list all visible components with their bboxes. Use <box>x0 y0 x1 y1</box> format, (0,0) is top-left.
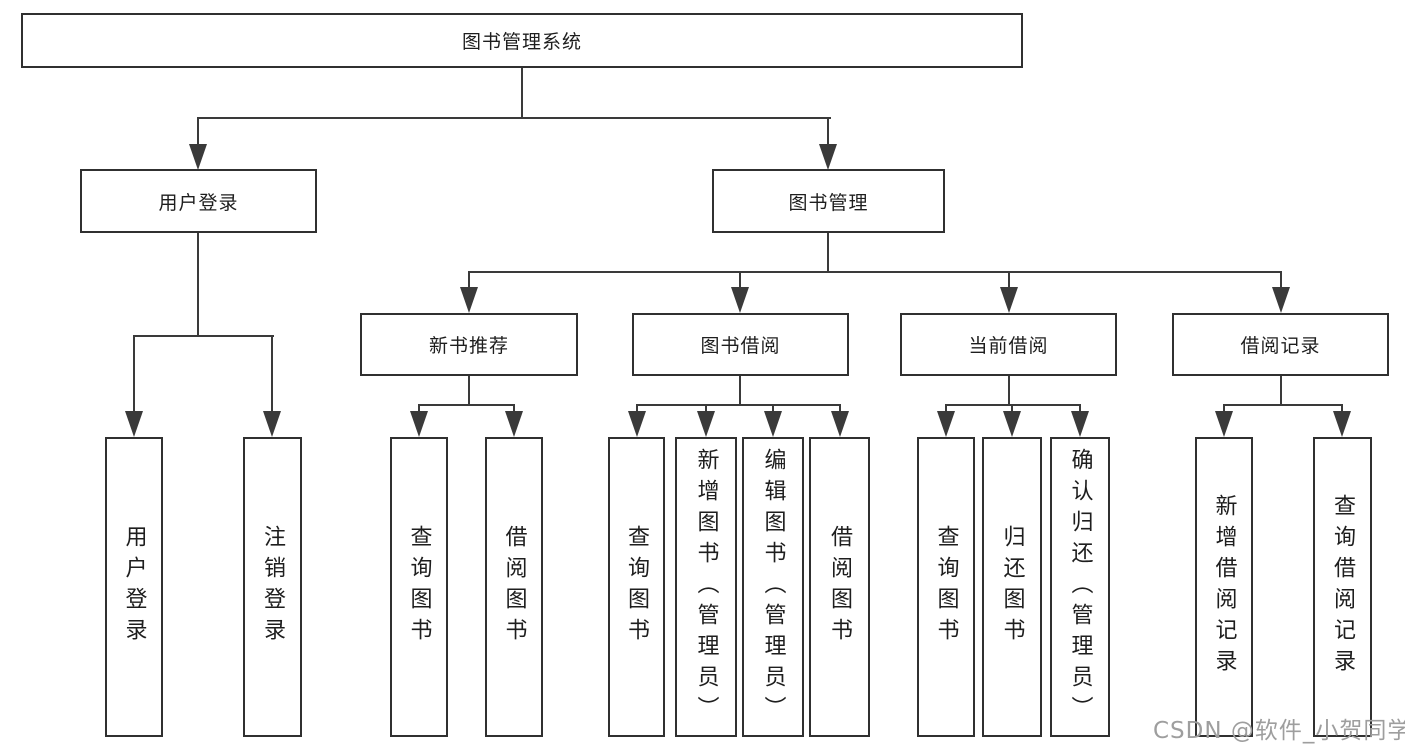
arrow-down-icon <box>819 144 837 170</box>
connector-line <box>133 335 274 337</box>
connector-line <box>636 404 841 406</box>
connector-line <box>418 404 420 414</box>
node-book-borrow-label: 图书借阅 <box>700 335 781 357</box>
arrow-down-icon <box>697 411 715 437</box>
node-leaf-borrow-books-2: 借阅图书 <box>809 437 870 737</box>
leaf-label: 查询图书 <box>406 525 432 649</box>
arrow-down-icon <box>410 411 428 437</box>
node-user-login: 用户登录 <box>80 169 317 233</box>
leaf-label: 查询图书 <box>933 525 959 649</box>
connector-line <box>636 404 638 414</box>
node-borrow-records-label: 借阅记录 <box>1240 335 1321 357</box>
connector-line <box>827 117 829 147</box>
node-borrow-records: 借阅记录 <box>1172 313 1389 376</box>
connector-line <box>197 117 831 119</box>
node-book-mgmt-label: 图书管理 <box>788 191 869 214</box>
leaf-label: 归还图书 <box>999 525 1025 649</box>
leaf-label: 查询图书 <box>624 525 650 649</box>
node-leaf-query-borrow-record: 查询借阅记录 <box>1313 437 1372 737</box>
arrow-down-icon <box>937 411 955 437</box>
arrow-down-icon <box>460 287 478 313</box>
arrow-down-icon <box>1272 287 1290 313</box>
connector-line <box>945 404 947 414</box>
leaf-label: 查询借阅记录 <box>1330 494 1356 680</box>
arrow-down-icon <box>831 411 849 437</box>
node-user-login-label: 用户登录 <box>158 191 239 214</box>
connector-line <box>839 404 841 414</box>
node-leaf-add-borrow-record: 新增借阅记录 <box>1195 437 1253 737</box>
node-leaf-query-books-3: 查询图书 <box>917 437 975 737</box>
arrow-down-icon <box>628 411 646 437</box>
node-current-borrow-label: 当前借阅 <box>968 335 1049 357</box>
node-book-borrow: 图书借阅 <box>632 313 849 376</box>
arrow-down-icon <box>1000 287 1018 313</box>
node-leaf-add-books-admin: 新增图书（管理员） <box>675 437 737 737</box>
connector-line <box>1011 404 1013 414</box>
connector-line <box>418 404 515 406</box>
node-new-books: 新书推荐 <box>360 313 578 376</box>
arrow-down-icon <box>764 411 782 437</box>
connector-line <box>1008 271 1010 289</box>
connector-line <box>197 233 199 337</box>
node-new-books-label: 新书推荐 <box>428 335 509 357</box>
arrow-down-icon <box>1071 411 1089 437</box>
node-root-label: 图书管理系统 <box>461 31 582 53</box>
connector-line <box>1223 404 1225 414</box>
connector-line <box>1280 376 1282 406</box>
connector-line <box>468 271 1282 273</box>
leaf-label: 新增借阅记录 <box>1211 494 1237 680</box>
connector-line <box>468 271 470 289</box>
connector-line <box>513 404 515 414</box>
leaf-label: 注销登录 <box>260 525 286 649</box>
connector-line <box>705 404 707 414</box>
node-leaf-query-books-2: 查询图书 <box>608 437 665 737</box>
connector-line <box>739 376 741 406</box>
arrow-down-icon <box>1003 411 1021 437</box>
leaf-label: 借阅图书 <box>827 525 853 649</box>
connector-line <box>1008 376 1010 406</box>
arrow-down-icon <box>263 411 281 437</box>
arrow-down-icon <box>1215 411 1233 437</box>
connector-line <box>468 376 470 406</box>
connector-line <box>197 117 199 147</box>
connector-line <box>1280 271 1282 289</box>
connector-line <box>1079 404 1081 414</box>
node-leaf-logout: 注销登录 <box>243 437 302 737</box>
node-leaf-borrow-books-1: 借阅图书 <box>485 437 543 737</box>
arrow-down-icon <box>505 411 523 437</box>
connector-line <box>133 335 135 413</box>
node-leaf-user-login: 用户登录 <box>105 437 163 737</box>
node-leaf-query-books-1: 查询图书 <box>390 437 448 737</box>
connector-line <box>521 68 523 118</box>
arrow-down-icon <box>1333 411 1351 437</box>
leaf-label: 确认归还（管理员） <box>1067 447 1093 727</box>
connector-line <box>739 271 741 289</box>
connector-line <box>1223 404 1343 406</box>
connector-line <box>772 404 774 414</box>
node-leaf-edit-books-admin: 编辑图书（管理员） <box>742 437 804 737</box>
node-leaf-confirm-return-admin: 确认归还（管理员） <box>1050 437 1110 737</box>
leaf-label: 借阅图书 <box>501 525 527 649</box>
leaf-label: 用户登录 <box>121 525 147 649</box>
arrow-down-icon <box>189 144 207 170</box>
leaf-label: 编辑图书（管理员） <box>760 447 786 727</box>
arrow-down-icon <box>731 287 749 313</box>
arrow-down-icon <box>125 411 143 437</box>
node-book-mgmt: 图书管理 <box>712 169 945 233</box>
connector-line <box>945 404 1081 406</box>
leaf-label: 新增图书（管理员） <box>693 447 719 727</box>
connector-line <box>827 233 829 273</box>
connector-line <box>271 335 273 413</box>
connector-line <box>1341 404 1343 414</box>
watermark: CSDN @软件_小贺同学 <box>1153 718 1405 744</box>
node-current-borrow: 当前借阅 <box>900 313 1117 376</box>
node-root: 图书管理系统 <box>21 13 1023 68</box>
node-leaf-return-books: 归还图书 <box>982 437 1042 737</box>
